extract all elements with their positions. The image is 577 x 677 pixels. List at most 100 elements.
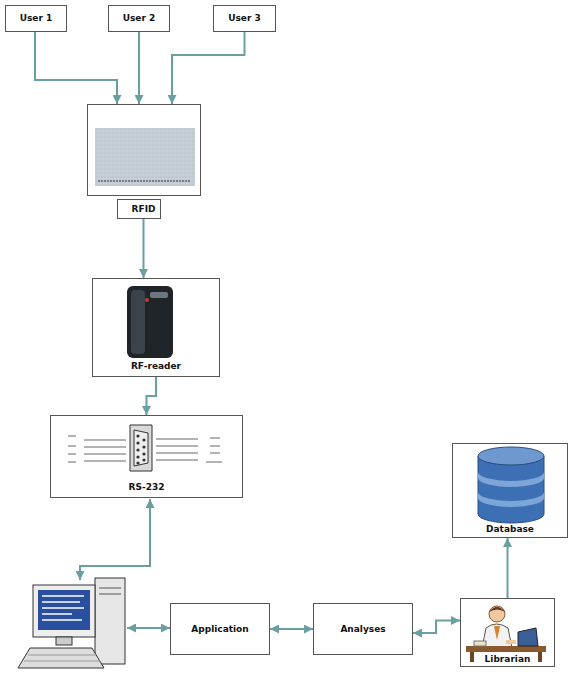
computer-illustration (99, 588, 121, 589)
computer-illustration (38, 590, 90, 630)
reader-box: RF-reader (92, 278, 220, 377)
rs232-connector (84, 439, 126, 441)
rs232-connector (156, 445, 198, 447)
rs232-connector (156, 452, 198, 454)
database-cylinder (478, 472, 544, 487)
rfid-card (88, 105, 201, 219)
database-cylinder (478, 492, 544, 507)
flow-arrow (507, 538, 509, 598)
librarian-figure (538, 652, 542, 662)
computer-illustration (42, 596, 84, 620)
flow-arrow (147, 377, 157, 415)
flow-arrow (143, 219, 145, 278)
librarian-figure (466, 606, 546, 662)
database-cylinder (478, 447, 544, 465)
user-box: User 1 (5, 5, 67, 32)
rs232-connector (136, 461, 139, 464)
rs232-connector (68, 445, 76, 447)
node-label: Application (191, 624, 248, 635)
rs232-connector (84, 460, 126, 462)
rs232-connector (84, 446, 126, 448)
computer-illustration (42, 613, 72, 615)
computer-illustration (42, 619, 82, 621)
computer-illustration (24, 661, 100, 662)
librarian-figure (470, 652, 474, 662)
librarian-figure (489, 607, 505, 612)
rs232-connector (136, 448, 139, 451)
rs232-connector (142, 458, 145, 461)
computer-illustration (42, 595, 84, 597)
librarian-figure (506, 640, 516, 644)
computer-illustration (56, 637, 72, 645)
rfid-box: RFID (87, 104, 200, 219)
layout-connector (127, 627, 170, 629)
flow-arrow (138, 32, 140, 104)
computer-illustration (28, 655, 96, 656)
user-box: User 3 (213, 5, 276, 32)
node-label: RF-reader (131, 361, 181, 372)
rs232-connector (68, 436, 222, 462)
rs232-connector (134, 430, 148, 466)
librarian-figure (518, 628, 538, 646)
rs232-connector (68, 461, 76, 463)
librarian-figure (474, 641, 486, 646)
rfid-card (98, 180, 190, 182)
rs232-connector (142, 452, 145, 455)
flow-arrow (35, 32, 117, 104)
layout-connector (80, 499, 150, 580)
computer-illustration (33, 585, 95, 637)
librarian-figure (466, 646, 546, 652)
rf-reader-device (127, 286, 173, 358)
rs232-connector (156, 459, 198, 461)
librarian-figure (494, 626, 500, 640)
database-box: Database (452, 443, 568, 538)
rs232-connector (142, 438, 145, 441)
user-box: User 2 (108, 5, 170, 32)
node-label: Analyses (340, 624, 385, 635)
rs232-connector (136, 441, 139, 444)
computer-illustration (42, 601, 80, 603)
node-label: Database (486, 524, 534, 535)
computer-illustration (18, 578, 125, 668)
rs232-connector (68, 435, 76, 437)
node-label: RS-232 (129, 482, 165, 493)
node-label: Librarian (485, 654, 531, 665)
node-label: RFID (132, 204, 156, 215)
actor-box: Librarian (460, 598, 555, 667)
rfid-card (118, 200, 161, 219)
computer-illustration (42, 607, 84, 609)
rs232-connector (130, 425, 152, 471)
rf-reader-device (131, 290, 145, 354)
rs232-connector (68, 453, 76, 455)
database-cylinder (478, 456, 544, 523)
rfid-card (95, 128, 195, 186)
layout-connector (80, 499, 170, 628)
rs232-connector (142, 445, 145, 448)
rs232-connector (206, 461, 222, 463)
computer-illustration (99, 594, 121, 595)
node-label: User 1 (20, 13, 53, 24)
flow-arrow (270, 628, 313, 630)
rfid-card (88, 105, 201, 196)
rs232-connector (210, 445, 220, 447)
flow-arrow (413, 621, 460, 634)
rs232-connector (136, 434, 139, 437)
port-box: RS-232 (50, 415, 243, 498)
rf-reader-device (127, 286, 173, 358)
rs232-connector (156, 438, 198, 440)
process-box: Application (170, 603, 270, 655)
process-box: Analyses (313, 603, 413, 655)
flow-arrow (172, 32, 245, 104)
rs232-connector (68, 425, 222, 471)
node-label: User 3 (228, 13, 261, 24)
rs232-connector (210, 437, 220, 439)
rs232-connector (136, 455, 139, 458)
rf-reader-device (145, 298, 149, 302)
node-label: User 2 (123, 13, 156, 24)
librarian-figure (489, 606, 505, 622)
computer-illustration (18, 648, 104, 668)
database-cylinder (478, 447, 544, 523)
